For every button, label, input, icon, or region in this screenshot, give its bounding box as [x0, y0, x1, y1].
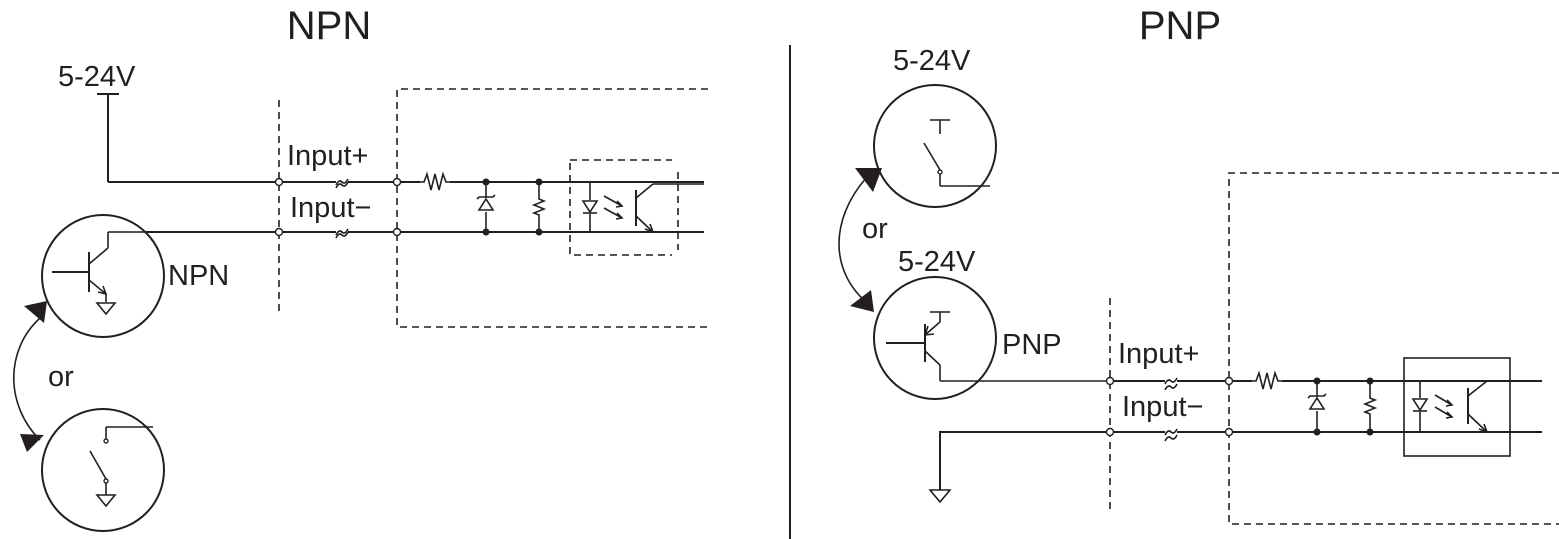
device-boundary: [1228, 172, 1559, 525]
pnp-title: PNP: [1139, 4, 1221, 48]
terminal-node: [1224, 376, 1234, 386]
zener-diode-icon: [476, 178, 496, 236]
terminal-node: [392, 227, 402, 237]
npn-input-minus-label: Input−: [290, 192, 371, 224]
pnp-input-minus-label: Input−: [1122, 391, 1203, 423]
npn-section: NPN 5-24V Input+ Input−: [13, 4, 708, 532]
zener-diode-icon: [1307, 377, 1327, 436]
npn-supply-label: 5-24V: [58, 61, 136, 93]
npn-switch: [41, 408, 165, 532]
terminal-node: [1224, 427, 1234, 437]
npn-input-plus-label: Input+: [287, 140, 368, 172]
or-arrow: [13, 301, 47, 452]
terminal-node: [1105, 376, 1115, 386]
resistor-icon: [420, 171, 450, 191]
pnp-supply-label-top: 5-24V: [893, 45, 971, 77]
pnp-section: PNP 5-24V or 5-24V: [838, 4, 1559, 525]
resistor-icon: [1362, 377, 1378, 436]
pnp-transistor-icon: [886, 311, 1110, 382]
device-boundary: [396, 88, 708, 328]
pnp-or-label: or: [862, 213, 888, 245]
pnp-switch: [873, 84, 997, 208]
npn-transistor-icon: [52, 231, 168, 302]
pnp-supply-label-bottom: 5-24V: [898, 246, 976, 278]
pnp-input-plus-label: Input+: [1118, 338, 1199, 370]
resistor-icon: [531, 178, 547, 236]
wire-break-icon: [1164, 374, 1178, 442]
ground-icon: [928, 489, 952, 504]
pnp-sensor-label: PNP: [1002, 329, 1062, 361]
switch-icon: [923, 119, 990, 187]
or-arrow: [838, 168, 882, 312]
terminal-node: [392, 177, 402, 187]
npn-sensor: [41, 214, 168, 338]
resistor-icon: [1252, 370, 1282, 390]
pnp-sensor: [873, 276, 1110, 400]
terminal-node: [274, 227, 284, 237]
optocoupler-icon: [1370, 357, 1542, 457]
wire-break-icon: [335, 175, 349, 239]
supply-terminal-icon: [97, 93, 119, 182]
ground-icon: [95, 302, 117, 316]
npn-title: NPN: [287, 4, 371, 48]
optocoupler-icon: [568, 159, 704, 260]
npn-sensor-label: NPN: [168, 260, 229, 292]
terminal-node: [1105, 427, 1115, 437]
pnp-wire-minus: [939, 431, 1542, 490]
switch-icon: [89, 426, 153, 495]
npn-or-label: or: [48, 361, 74, 393]
terminal-node: [274, 177, 284, 187]
ground-icon: [95, 494, 117, 508]
